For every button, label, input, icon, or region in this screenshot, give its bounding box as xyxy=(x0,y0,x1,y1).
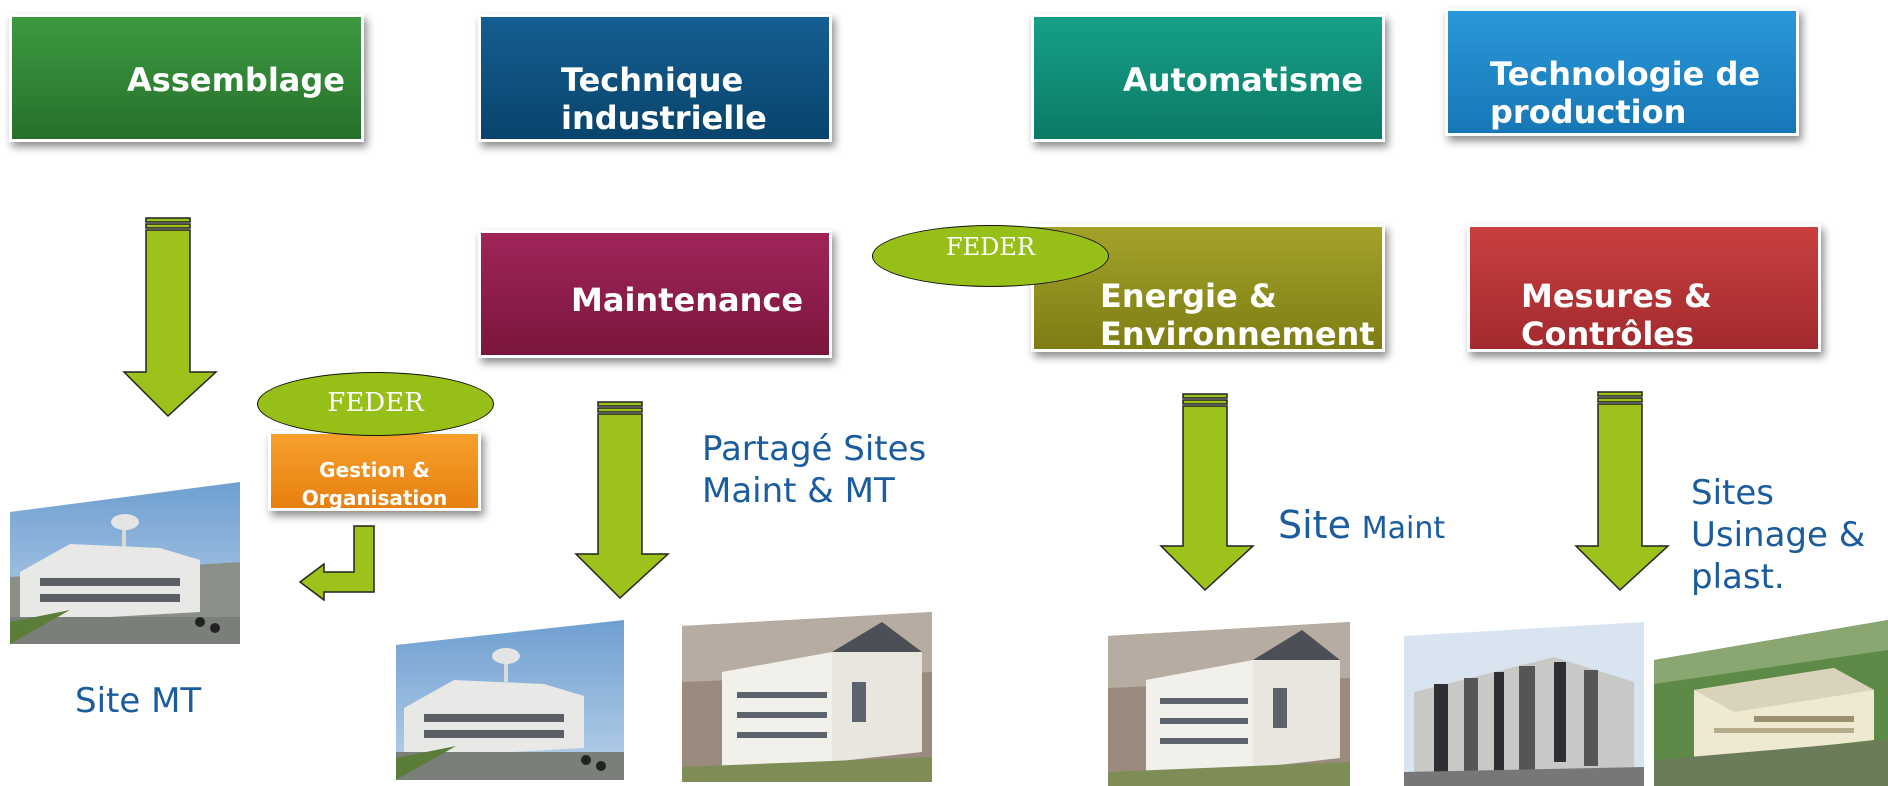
label-partage: Partagé Sites Maint & MT xyxy=(702,428,926,512)
arrow-mesures-down xyxy=(1574,391,1670,592)
box-technologie-label-2: production xyxy=(1490,93,1687,131)
label-site-maint-b: Maint xyxy=(1361,511,1446,546)
box-mesures-label-2: Contrôles xyxy=(1521,315,1695,352)
box-technique-label-1: Technique xyxy=(561,61,744,99)
feder-left-label: FEDER xyxy=(327,388,424,418)
box-gestion-label-1: Gestion & xyxy=(319,458,430,482)
label-sites-usinage: Sites Usinage & plast. xyxy=(1691,472,1865,598)
label-partage-line1: Partagé Sites xyxy=(702,429,927,469)
photo-plast-building xyxy=(1654,620,1888,786)
feder-top-label: FEDER xyxy=(945,233,1035,261)
photo-site-maint-building xyxy=(1108,622,1350,786)
box-maintenance-label: Maintenance xyxy=(571,281,804,319)
label-site-maint-a: Site xyxy=(1278,503,1351,547)
photo-usinage-building xyxy=(1404,622,1644,786)
box-energie-label-1: Energie & xyxy=(1100,277,1277,315)
feder-ellipse-left: FEDER xyxy=(257,372,494,436)
label-site-maint: Site Maint xyxy=(1278,504,1445,550)
label-site-mt: Site MT xyxy=(75,680,201,722)
label-sites-line2: Usinage & xyxy=(1691,515,1866,555)
box-assemblage: Assemblage xyxy=(9,14,364,142)
label-sites-line3: plast. xyxy=(1691,557,1785,597)
arrow-energie-down xyxy=(1159,393,1255,592)
box-technique-label-2: industrielle xyxy=(561,99,767,137)
box-automatisme: Automatisme xyxy=(1031,14,1385,142)
box-automatisme-label: Automatisme xyxy=(1123,61,1364,99)
box-energie-label-2: Environnement xyxy=(1100,315,1375,352)
label-partage-line2: Maint & MT xyxy=(702,471,895,511)
box-energie-environnement: Energie & Environnement xyxy=(1031,224,1385,352)
box-mesures-controles: Mesures & Contrôles xyxy=(1467,224,1821,352)
arrow-gestion-bent xyxy=(298,525,375,602)
arrow-assemblage-down xyxy=(122,217,218,418)
box-gestion-label-2: Organisation xyxy=(301,486,448,510)
box-maintenance: Maintenance xyxy=(478,230,832,358)
label-site-mt-text: Site MT xyxy=(75,681,202,721)
photo-site-mt-building xyxy=(10,482,240,644)
box-technique-industrielle: Technique industrielle xyxy=(478,14,832,142)
photo-partage-building-1 xyxy=(396,620,624,780)
arrow-maintenance-down xyxy=(574,401,670,600)
box-technologie-label-1: Technologie de xyxy=(1490,55,1761,93)
box-assemblage-label: Assemblage xyxy=(127,61,345,99)
feder-ellipse-top: FEDER xyxy=(872,225,1109,287)
label-sites-line1: Sites xyxy=(1691,473,1774,513)
box-technologie-production: Technologie de production xyxy=(1445,8,1799,136)
box-gestion-organisation: Gestion & Organisation xyxy=(268,431,481,511)
box-mesures-label-1: Mesures & xyxy=(1521,277,1712,315)
photo-partage-building-2 xyxy=(682,612,932,782)
